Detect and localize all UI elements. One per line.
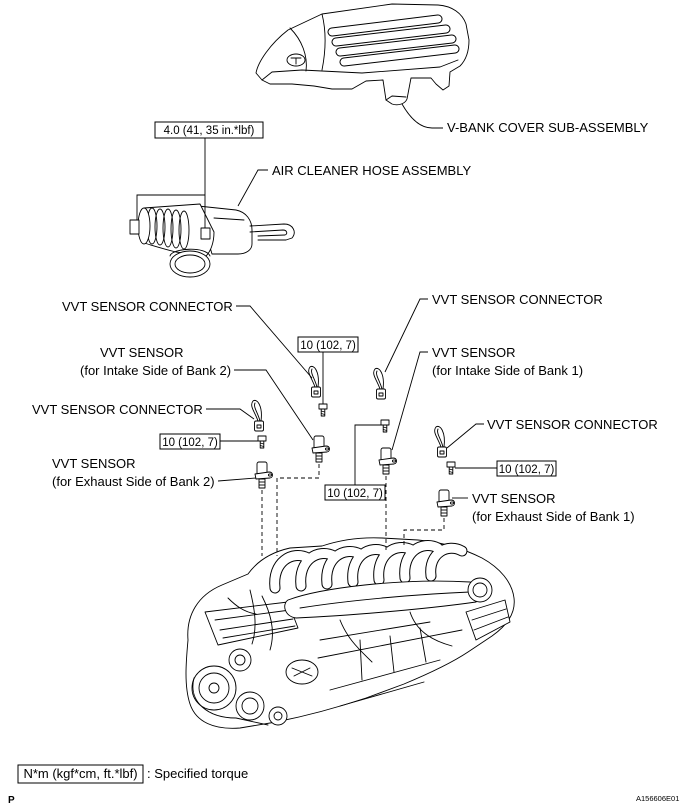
leader-connector-exhaust-bank2 <box>206 408 255 420</box>
torque-box-exhaust-bank1: 10 (102, 7) <box>496 460 557 477</box>
label-v-bank-cover: V-BANK COVER SUB-ASSEMBLY <box>447 120 649 135</box>
label-location-exhaust-bank1: (for Exhaust Side of Bank 1) <box>472 509 635 524</box>
torque-value-air-cleaner: 4.0 (41, 35 in.*lbf) <box>164 125 255 137</box>
torque-box-air-cleaner: 4.0 (41, 35 in.*lbf) <box>154 121 264 139</box>
torque-box-exhaust-bank2: 10 (102, 7) <box>159 433 221 450</box>
leader-air-cleaner-hose <box>237 169 268 207</box>
legend-unit-text: N*m (kgf*cm, ft.*lbf) <box>23 766 137 781</box>
leader-torque-air-cleaner <box>136 138 206 228</box>
vvt-connector-exhaust-bank1 <box>434 425 447 458</box>
label-location-exhaust-bank2: (for Exhaust Side of Bank 2) <box>52 474 215 489</box>
label-sensor-intake-bank1: VVT SENSOR <box>432 345 516 360</box>
label-location-intake-bank1: (for Intake Side of Bank 1) <box>432 363 583 378</box>
vvt-connector-intake-bank2 <box>308 365 321 398</box>
vvt-connector-exhaust-bank2 <box>251 399 264 432</box>
leader-sensor-exhaust-bank2 <box>217 477 257 482</box>
label-connector-intake-bank2: VVT SENSOR CONNECTOR <box>62 299 233 314</box>
engine-drawing <box>185 537 515 729</box>
label-sensor-exhaust-bank1: VVT SENSOR <box>472 491 556 506</box>
legend-description: : Specified torque <box>147 766 248 781</box>
torque-value-exhaust-bank2: 10 (102, 7) <box>162 437 218 449</box>
vvt-sensor-exhaust-bank1 <box>436 489 455 517</box>
bolt-exhaust-bank2 <box>257 435 267 449</box>
dashed-line-exhaust-bank1 <box>403 518 445 548</box>
leader-connector-exhaust-bank1 <box>446 423 484 449</box>
bolt-exhaust-bank1 <box>446 461 456 475</box>
leader-v-bank-cover <box>401 103 443 129</box>
torque-box-intake-bank2: 10 (102, 7) <box>297 336 359 353</box>
v-bank-cover-drawing <box>255 3 470 106</box>
label-connector-intake-bank1: VVT SENSOR CONNECTOR <box>432 292 603 307</box>
label-sensor-exhaust-bank2: VVT SENSOR <box>52 456 136 471</box>
bolt-intake-bank1 <box>380 419 390 433</box>
vvt-sensor-intake-bank2 <box>311 435 330 463</box>
page-marker: P <box>8 795 15 806</box>
torque-value-intake-bank2: 10 (102, 7) <box>300 340 356 352</box>
leader-sensor-intake-bank1 <box>391 351 428 451</box>
air-cleaner-hose-drawing <box>129 203 295 278</box>
torque-value-exhaust-bank1: 10 (102, 7) <box>499 464 555 476</box>
label-location-intake-bank2: (for Intake Side of Bank 2) <box>80 363 231 378</box>
torque-box-intake-bank1: 10 (102, 7) <box>324 484 386 501</box>
vvt-connector-intake-bank1 <box>373 367 386 400</box>
bolt-intake-bank2 <box>318 403 328 417</box>
leader-torque-intake-bank1 <box>354 424 381 485</box>
label-sensor-intake-bank2: VVT SENSOR <box>100 345 184 360</box>
legend: N*m (kgf*cm, ft.*lbf) : Specified torque <box>17 764 248 784</box>
torque-value-intake-bank1: 10 (102, 7) <box>327 488 383 500</box>
leader-connector-intake-bank2 <box>236 305 313 379</box>
label-connector-exhaust-bank2: VVT SENSOR CONNECTOR <box>32 402 203 417</box>
label-connector-exhaust-bank1: VVT SENSOR CONNECTOR <box>487 417 658 432</box>
leader-sensor-intake-bank2 <box>234 369 314 441</box>
vvt-sensor-intake-bank1 <box>378 447 397 475</box>
label-air-cleaner-hose: AIR CLEANER HOSE ASSEMBLY <box>272 163 471 178</box>
dashed-line-intake-bank2 <box>276 464 320 556</box>
leader-connector-intake-bank1 <box>384 298 428 373</box>
legend-unit-box <box>17 764 144 784</box>
vvt-sensor-exhaust-bank2 <box>254 461 273 489</box>
figure-id: A156606E01 <box>636 794 679 803</box>
